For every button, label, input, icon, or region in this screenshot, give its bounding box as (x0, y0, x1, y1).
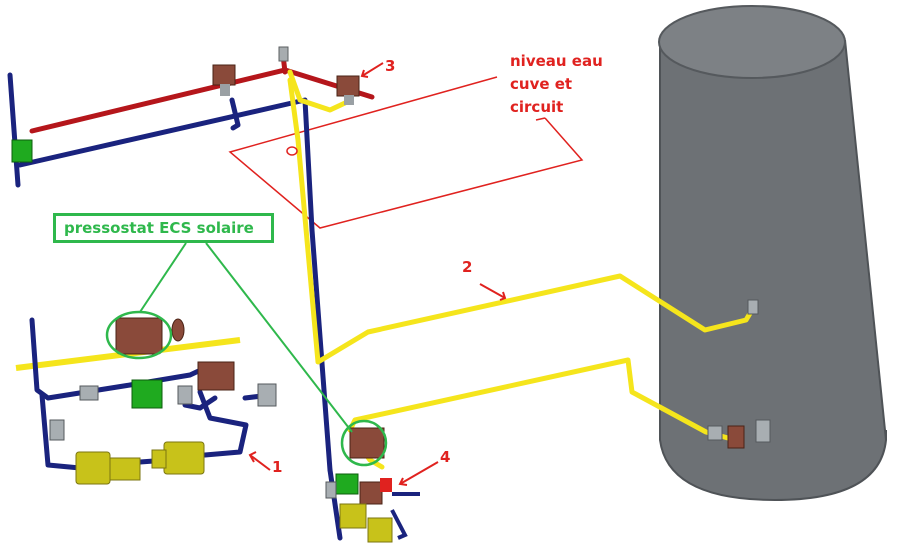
pressure-switch-icon (115, 317, 185, 355)
arrow-1 (248, 451, 271, 471)
detail-valve-brown (197, 361, 235, 391)
pressostat-callout-box: pressostat ECS solaire (53, 213, 274, 243)
water-level-label-line2: cuve et (510, 75, 573, 93)
valve-icon (212, 64, 236, 96)
arrow-3 (360, 62, 384, 78)
air-vent-icon (278, 46, 289, 62)
flow-meter-icon (286, 146, 298, 156)
pressostat-leader-lines (139, 242, 353, 433)
water-level-label-line1: niveau eau (510, 52, 603, 70)
part-label-3: 3 (385, 57, 396, 75)
detail-valves-gray (49, 383, 277, 441)
valve-icon (336, 75, 360, 105)
controller-block-icon (11, 139, 33, 163)
storage-tank (658, 5, 887, 502)
part-label-4: 4 (440, 448, 451, 466)
hot-pipe-red (29, 52, 375, 134)
pump-icon (75, 441, 205, 485)
pressostat-highlight-circle (105, 310, 173, 360)
tank-fittings (707, 299, 771, 449)
arrow-2 (479, 283, 507, 301)
detail-green-block (131, 379, 163, 409)
water-level-label: niveau eau cuve et circuit (510, 50, 603, 119)
part-label-2: 2 (462, 258, 473, 276)
water-level-label-line3: circuit (510, 98, 564, 116)
arrow-4 (398, 461, 439, 486)
part-label-1: 1 (272, 458, 283, 476)
bottom-pump-group (325, 427, 420, 543)
pressostat-label: pressostat ECS solaire (64, 219, 254, 237)
pressostat-highlight-circle-2 (340, 419, 388, 467)
water-level-outline (228, 76, 584, 229)
